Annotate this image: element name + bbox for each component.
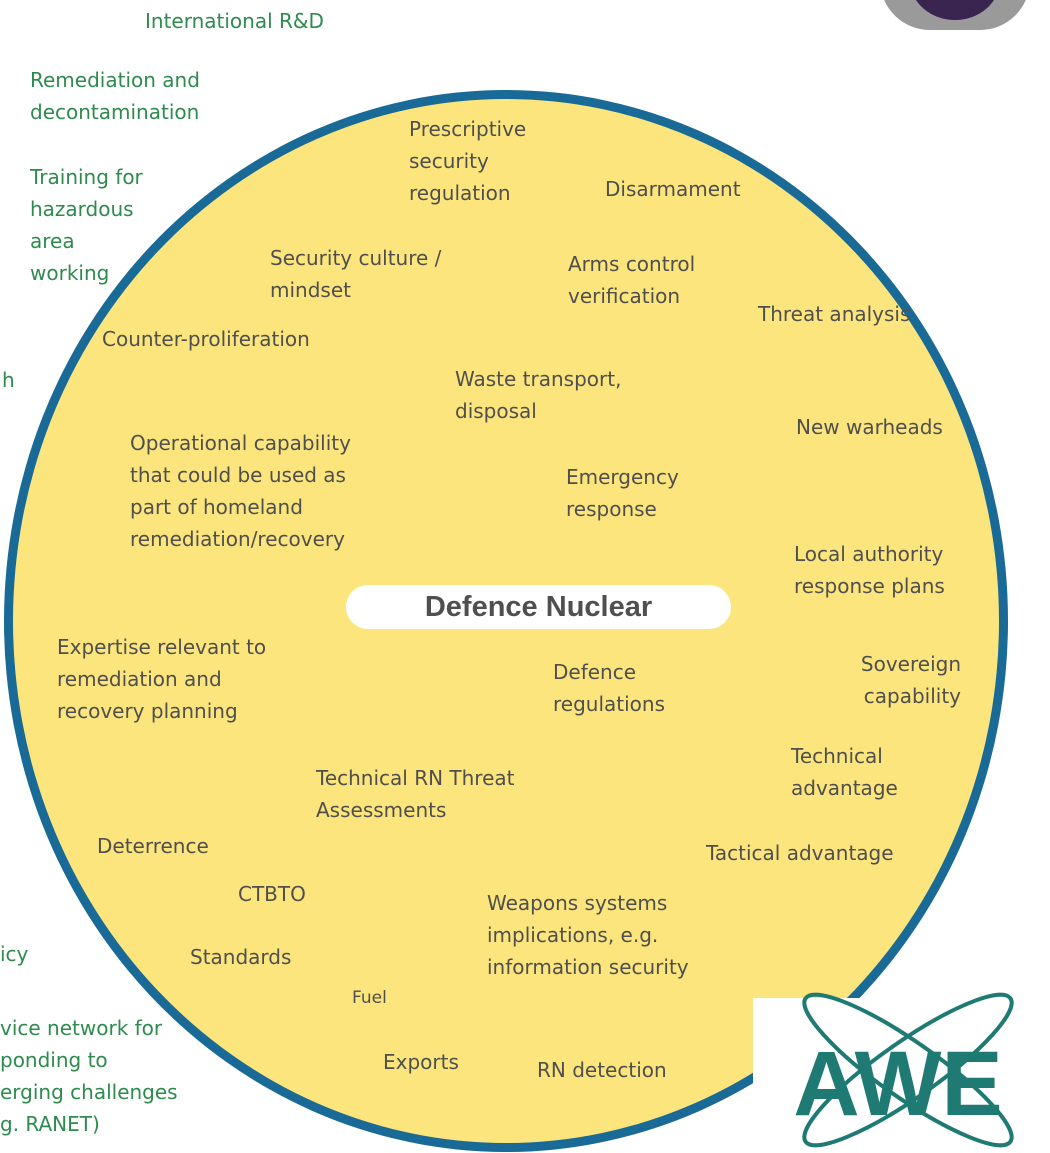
label-sovereign-capability: Sovereign capability (860, 652, 961, 708)
label-exports: Exports (383, 1050, 459, 1074)
label-training-hazardous: Training for hazardous area working (30, 165, 143, 285)
label-standards: Standards (190, 945, 292, 969)
corner-badge (880, 0, 1030, 30)
label-local-authority: Local authority response plans (794, 542, 945, 598)
label-expertise-remediation: Expertise relevant to remediation and re… (57, 635, 267, 723)
label-international-rd: International R&D (145, 9, 324, 33)
label-weapons-systems: Weapons systems implications, e.g. infor… (487, 891, 689, 979)
label-technical-rn-threat: Technical RN Threat Assessments (316, 766, 515, 822)
label-arms-control: Arms control verification (568, 252, 696, 308)
label-fuel: Fuel (352, 988, 387, 1008)
label-emergency-response: Emergency response (566, 465, 679, 521)
awe-logo: AWE (793, 992, 1014, 1148)
label-fragment-icy: icy (0, 942, 29, 966)
label-deterrence: Deterrence (97, 834, 209, 858)
label-security-culture: Security culture / mindset (270, 246, 442, 302)
label-threat-analysis: Threat analysis (758, 302, 911, 326)
logo-text: AWE (793, 1033, 1003, 1135)
label-new-warheads: New warheads (796, 415, 943, 439)
logo-background (753, 998, 1043, 1153)
label-disarmament: Disarmament (605, 177, 741, 201)
label-remediation-decontamination: Remediation and decontamination (30, 68, 200, 124)
atom-orbit-icon (802, 992, 1014, 1148)
label-advice-network: vice network for ponding to erging chall… (0, 1016, 178, 1136)
label-tactical-advantage: Tactical advantage (706, 841, 894, 865)
label-fragment-h: h (2, 368, 15, 392)
label-operational-capability: Operational capability that could be use… (130, 431, 351, 551)
defence-nuclear-title: Defence Nuclear (346, 585, 731, 629)
label-rn-detection: RN detection (537, 1058, 667, 1082)
label-waste-transport: Waste transport, disposal (455, 367, 622, 423)
label-defence-regulations: Defence regulations (553, 660, 666, 716)
label-technical-advantage: Technical advantage (791, 744, 898, 800)
label-prescriptive-security-regulation: Prescriptive security regulation (409, 117, 527, 205)
label-counter-proliferation: Counter-proliferation (102, 327, 310, 351)
label-ctbto: CTBTO (238, 882, 306, 906)
